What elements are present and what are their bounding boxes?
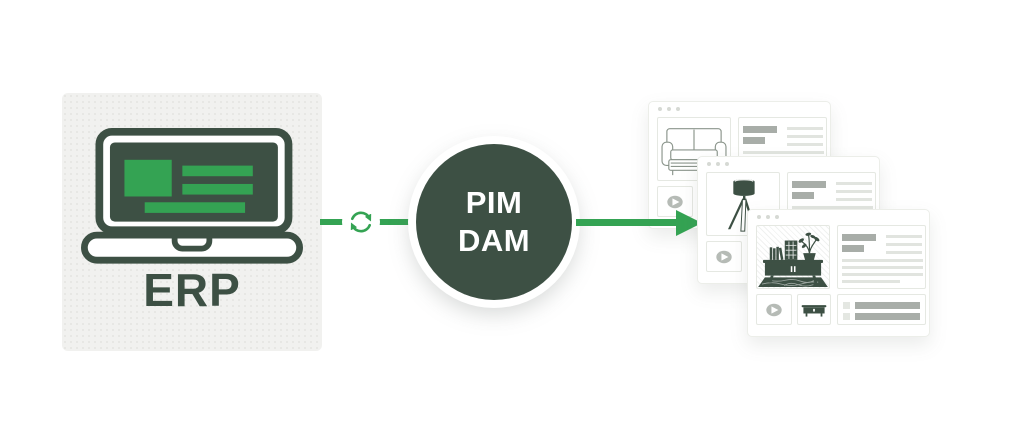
placeholder-line (787, 135, 823, 138)
play-icon (716, 250, 732, 263)
product-page-card-sideboard (747, 209, 930, 337)
pim-dam-hub: PIM DAM (416, 144, 572, 300)
hub-label-dam: DAM (457, 223, 531, 258)
placeholder-line (886, 243, 922, 246)
play-icon (766, 303, 782, 316)
product-image-sideboard (756, 225, 830, 289)
laptop-icon (81, 127, 303, 264)
placeholder-line (886, 235, 922, 238)
sideboard-thumbnail (797, 294, 831, 325)
placeholder-title-bar (792, 181, 826, 188)
placeholder-sub-bar (792, 192, 814, 199)
placeholder-title-bar (743, 126, 777, 133)
placeholder-bar (855, 313, 920, 320)
placeholder-line (842, 259, 923, 262)
play-icon (667, 195, 683, 208)
sideboard-illustration (758, 232, 828, 288)
video-thumbnail (756, 294, 792, 325)
placeholder-checkbox (843, 313, 850, 320)
placeholder-line (787, 143, 823, 146)
placeholder-line (836, 182, 872, 185)
product-info-placeholder (837, 225, 926, 289)
attribute-list-placeholder (837, 294, 926, 325)
hub-to-output-arrow (576, 219, 678, 226)
placeholder-line (836, 198, 872, 201)
placeholder-sub-bar (842, 245, 864, 252)
placeholder-line (836, 190, 872, 193)
browser-dots (707, 162, 729, 166)
video-thumbnail (706, 241, 742, 272)
erp-source-box: ERP (62, 93, 322, 351)
placeholder-line (842, 280, 900, 283)
hub-label-pim: PIM (465, 185, 523, 220)
placeholder-line (842, 273, 923, 276)
placeholder-title-bar (842, 234, 876, 241)
browser-dots (658, 107, 680, 111)
placeholder-checkbox (843, 302, 850, 309)
placeholder-line (842, 266, 923, 269)
placeholder-line (792, 206, 873, 209)
placeholder-bar (855, 302, 920, 309)
erp-label: ERP (143, 264, 241, 316)
placeholder-line (787, 127, 823, 130)
placeholder-sub-bar (743, 137, 765, 144)
placeholder-line (886, 251, 922, 254)
sideboard-thumb-icon (801, 305, 827, 317)
browser-dots (757, 215, 779, 219)
placeholder-line (743, 151, 824, 154)
sync-icon (342, 203, 380, 241)
